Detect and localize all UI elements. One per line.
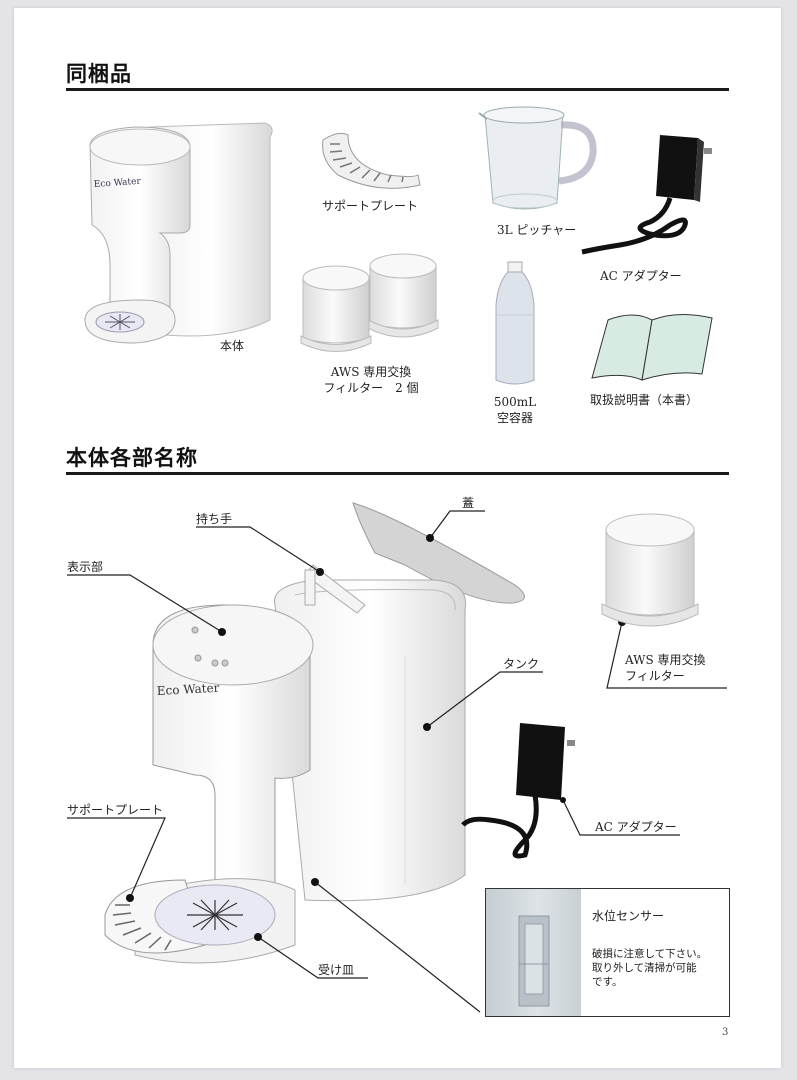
label-filters-line2: フィルター 2 個 — [323, 381, 419, 396]
page-number: 3 — [722, 1027, 729, 1038]
info-line2: 取り外して清掃が可能 — [592, 962, 697, 975]
label-bottle: 500mL 空容器 — [484, 394, 546, 426]
label-support-plate: サポートプレート — [322, 199, 419, 213]
open-book-illustration — [591, 314, 713, 381]
callout-display: 表示部 — [67, 560, 104, 574]
label-filters-line1: AWS 専用交換 — [330, 365, 412, 379]
water-dispenser-illustration: Eco Water — [84, 122, 273, 344]
info-line1: 破損に注意して下さい。 — [592, 948, 708, 960]
parts-section-title: 本体各部名称 — [66, 446, 198, 470]
ac-adapter-illustration — [581, 135, 712, 255]
sensor-icon — [518, 915, 550, 1007]
label-bottle-line1: 500mL — [493, 395, 537, 409]
callout-support-plate: サポートプレート — [67, 803, 164, 817]
section-divider — [66, 472, 729, 475]
info-box-text: 破損に注意して下さい。 取り外して清掃が可能 です。 — [592, 947, 724, 990]
info-box-title: 水位センサー — [592, 909, 665, 923]
curved-plate-illustration — [322, 132, 421, 189]
brand-logo-large: Eco Water — [156, 681, 220, 698]
callout-tank: タンク — [503, 657, 540, 671]
section-divider — [66, 88, 729, 91]
callout-lid: 蓋 — [462, 496, 475, 510]
pitcher-illustration — [478, 106, 597, 210]
cylinder-filter-illustration — [300, 253, 439, 352]
label-manual: 取扱説明書（本書） — [590, 393, 699, 407]
dispenser-parts-diagram: Eco Water — [104, 502, 575, 964]
info-line3: です。 — [592, 976, 623, 989]
label-ac-adapter: AC アダプター — [600, 269, 682, 283]
label-bottle-line2: 空容器 — [496, 411, 533, 426]
cylinder-filter-illustration — [601, 513, 699, 627]
sensor-photo — [486, 889, 581, 1016]
label-pitcher: 3L ピッチャー — [497, 223, 577, 237]
callout-handle: 持ち手 — [196, 512, 233, 526]
label-filters: AWS 専用交換 フィルター 2 個 — [318, 364, 424, 396]
callout-filter: AWS 専用交換 フィルター — [625, 652, 706, 684]
callout-ac-adapter: AC アダプター — [595, 820, 677, 834]
callout-filter-line1: AWS 専用交換 — [625, 653, 706, 667]
bottle-illustration — [495, 261, 535, 385]
label-main-unit: 本体 — [220, 339, 245, 353]
callout-drip-tray: 受け皿 — [318, 963, 355, 977]
brand-logo: Eco Water — [94, 177, 142, 190]
water-level-sensor-box: 水位センサー 破損に注意して下さい。 取り外して清掃が可能 です。 — [485, 888, 730, 1017]
callout-filter-line2: フィルター — [625, 669, 685, 684]
contents-section-title: 同梱品 — [66, 62, 132, 86]
